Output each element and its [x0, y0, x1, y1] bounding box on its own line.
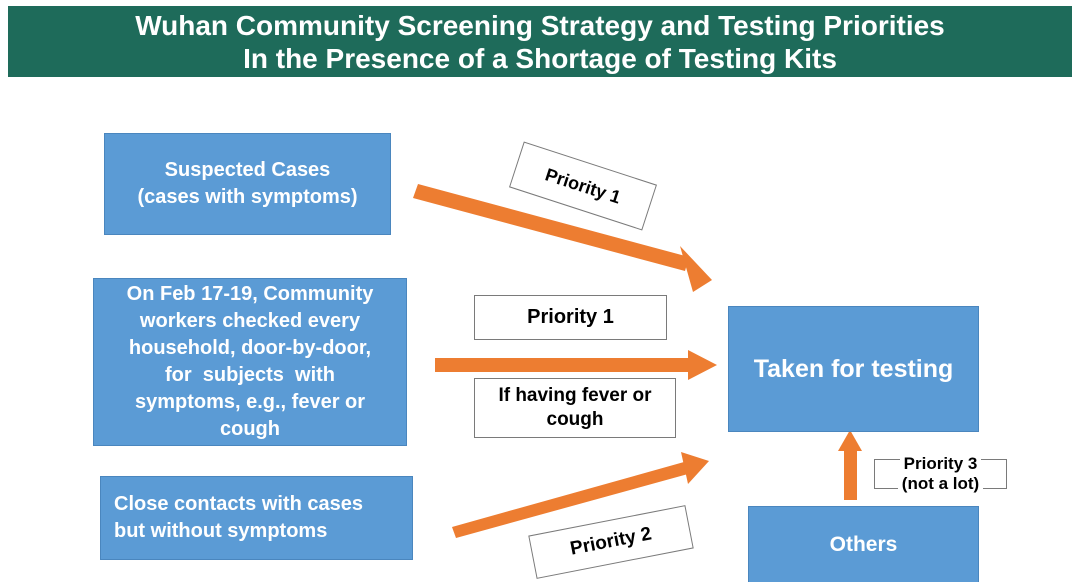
- arrow-others-to-testing-head: [838, 430, 862, 451]
- suspected-cases-box: Suspected Cases (cases with symptoms): [104, 133, 391, 235]
- contacts-line-1: Close contacts with cases: [114, 493, 363, 515]
- others-box: Others: [748, 506, 979, 582]
- arrow-suspected-to-testing-head: [680, 246, 712, 292]
- priority-1-top-text: Priority 1: [542, 163, 624, 208]
- fever-condition-label: If having fever or cough: [474, 378, 676, 438]
- title-line-2: In the Presence of a Shortage of Testing…: [243, 42, 837, 74]
- community-workers-box: On Feb 17-19, Community workers checked …: [93, 278, 407, 446]
- slide-title: Wuhan Community Screening Strategy and T…: [8, 6, 1072, 77]
- fever-line-1: If having fever or: [498, 385, 652, 406]
- arrow-community-to-testing-head: [688, 350, 717, 380]
- contacts-line-2: but without symptoms: [114, 520, 328, 542]
- priority-3-label: Priority 3 (not a lot): [874, 454, 1007, 494]
- priority-2-text: Priority 2: [568, 523, 654, 560]
- testing-label: Taken for testing: [753, 354, 954, 383]
- community-line-5: symptoms, e.g., fever or: [134, 391, 366, 413]
- taken-for-testing-box: Taken for testing: [728, 306, 979, 432]
- arrow-contacts-to-testing: [452, 462, 688, 538]
- suspected-line-2: (cases with symptoms): [137, 186, 358, 208]
- priority-1-label-middle: Priority 1: [474, 295, 667, 340]
- arrow-suspected-to-testing: [413, 184, 689, 271]
- arrow-community-to-testing: [435, 358, 692, 372]
- community-line-2: workers checked every: [139, 310, 361, 332]
- suspected-line-1: Suspected Cases: [164, 159, 331, 181]
- arrow-others-to-testing: [844, 450, 857, 500]
- priority-1-mid-text: Priority 1: [527, 306, 614, 328]
- community-line-4: for subjects with: [164, 364, 336, 386]
- community-line-1: On Feb 17-19, Community: [126, 283, 374, 305]
- community-line-6: cough: [220, 418, 280, 440]
- priority-3-line-1: Priority 3: [899, 454, 982, 474]
- arrow-contacts-to-testing-head: [681, 452, 709, 484]
- others-label: Others: [829, 532, 898, 556]
- priority-3-line-2: (not a lot): [897, 474, 984, 494]
- community-line-3: household, door-by-door,: [128, 337, 372, 359]
- fever-line-2: cough: [546, 409, 604, 430]
- title-line-1: Wuhan Community Screening Strategy and T…: [135, 9, 945, 41]
- close-contacts-box: Close contacts with cases but without sy…: [100, 476, 413, 560]
